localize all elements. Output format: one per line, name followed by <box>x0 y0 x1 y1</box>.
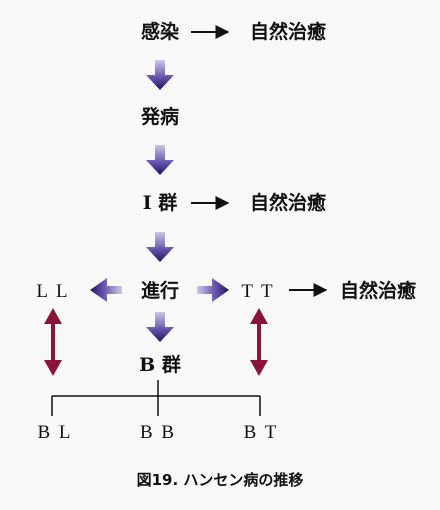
node-group-i: I 群 <box>143 191 178 214</box>
node-group-b: B 群 <box>139 353 181 376</box>
node-ll: L L <box>36 281 69 302</box>
progression-arrow-down-3 <box>146 232 174 262</box>
node-self-heal-1: 自然治癒 <box>250 20 326 43</box>
node-bl: B L <box>37 422 72 443</box>
node-bt: B T <box>244 422 279 443</box>
shift-arrow-ll-bl <box>44 308 62 376</box>
progression-arrow-down-4 <box>146 312 174 342</box>
node-tt: T T <box>241 281 274 302</box>
progression-arrow-down-1 <box>146 60 174 90</box>
progression-arrow-down-2 <box>146 145 174 175</box>
node-infection: 感染 <box>141 20 179 43</box>
node-onset: 発病 <box>140 105 179 128</box>
node-bb: B B <box>140 422 176 443</box>
shift-arrow-tt-bt <box>250 308 268 376</box>
node-self-heal-2: 自然治癒 <box>250 191 326 214</box>
progression-arrow-right <box>197 278 229 302</box>
node-progression: 進行 <box>141 279 179 302</box>
node-self-heal-3: 自然治癒 <box>340 279 416 302</box>
progression-arrow-left <box>90 278 122 302</box>
group-b-split-bracket <box>51 380 261 416</box>
figure-caption: 図19. ハンセン病の推移 <box>137 471 304 489</box>
